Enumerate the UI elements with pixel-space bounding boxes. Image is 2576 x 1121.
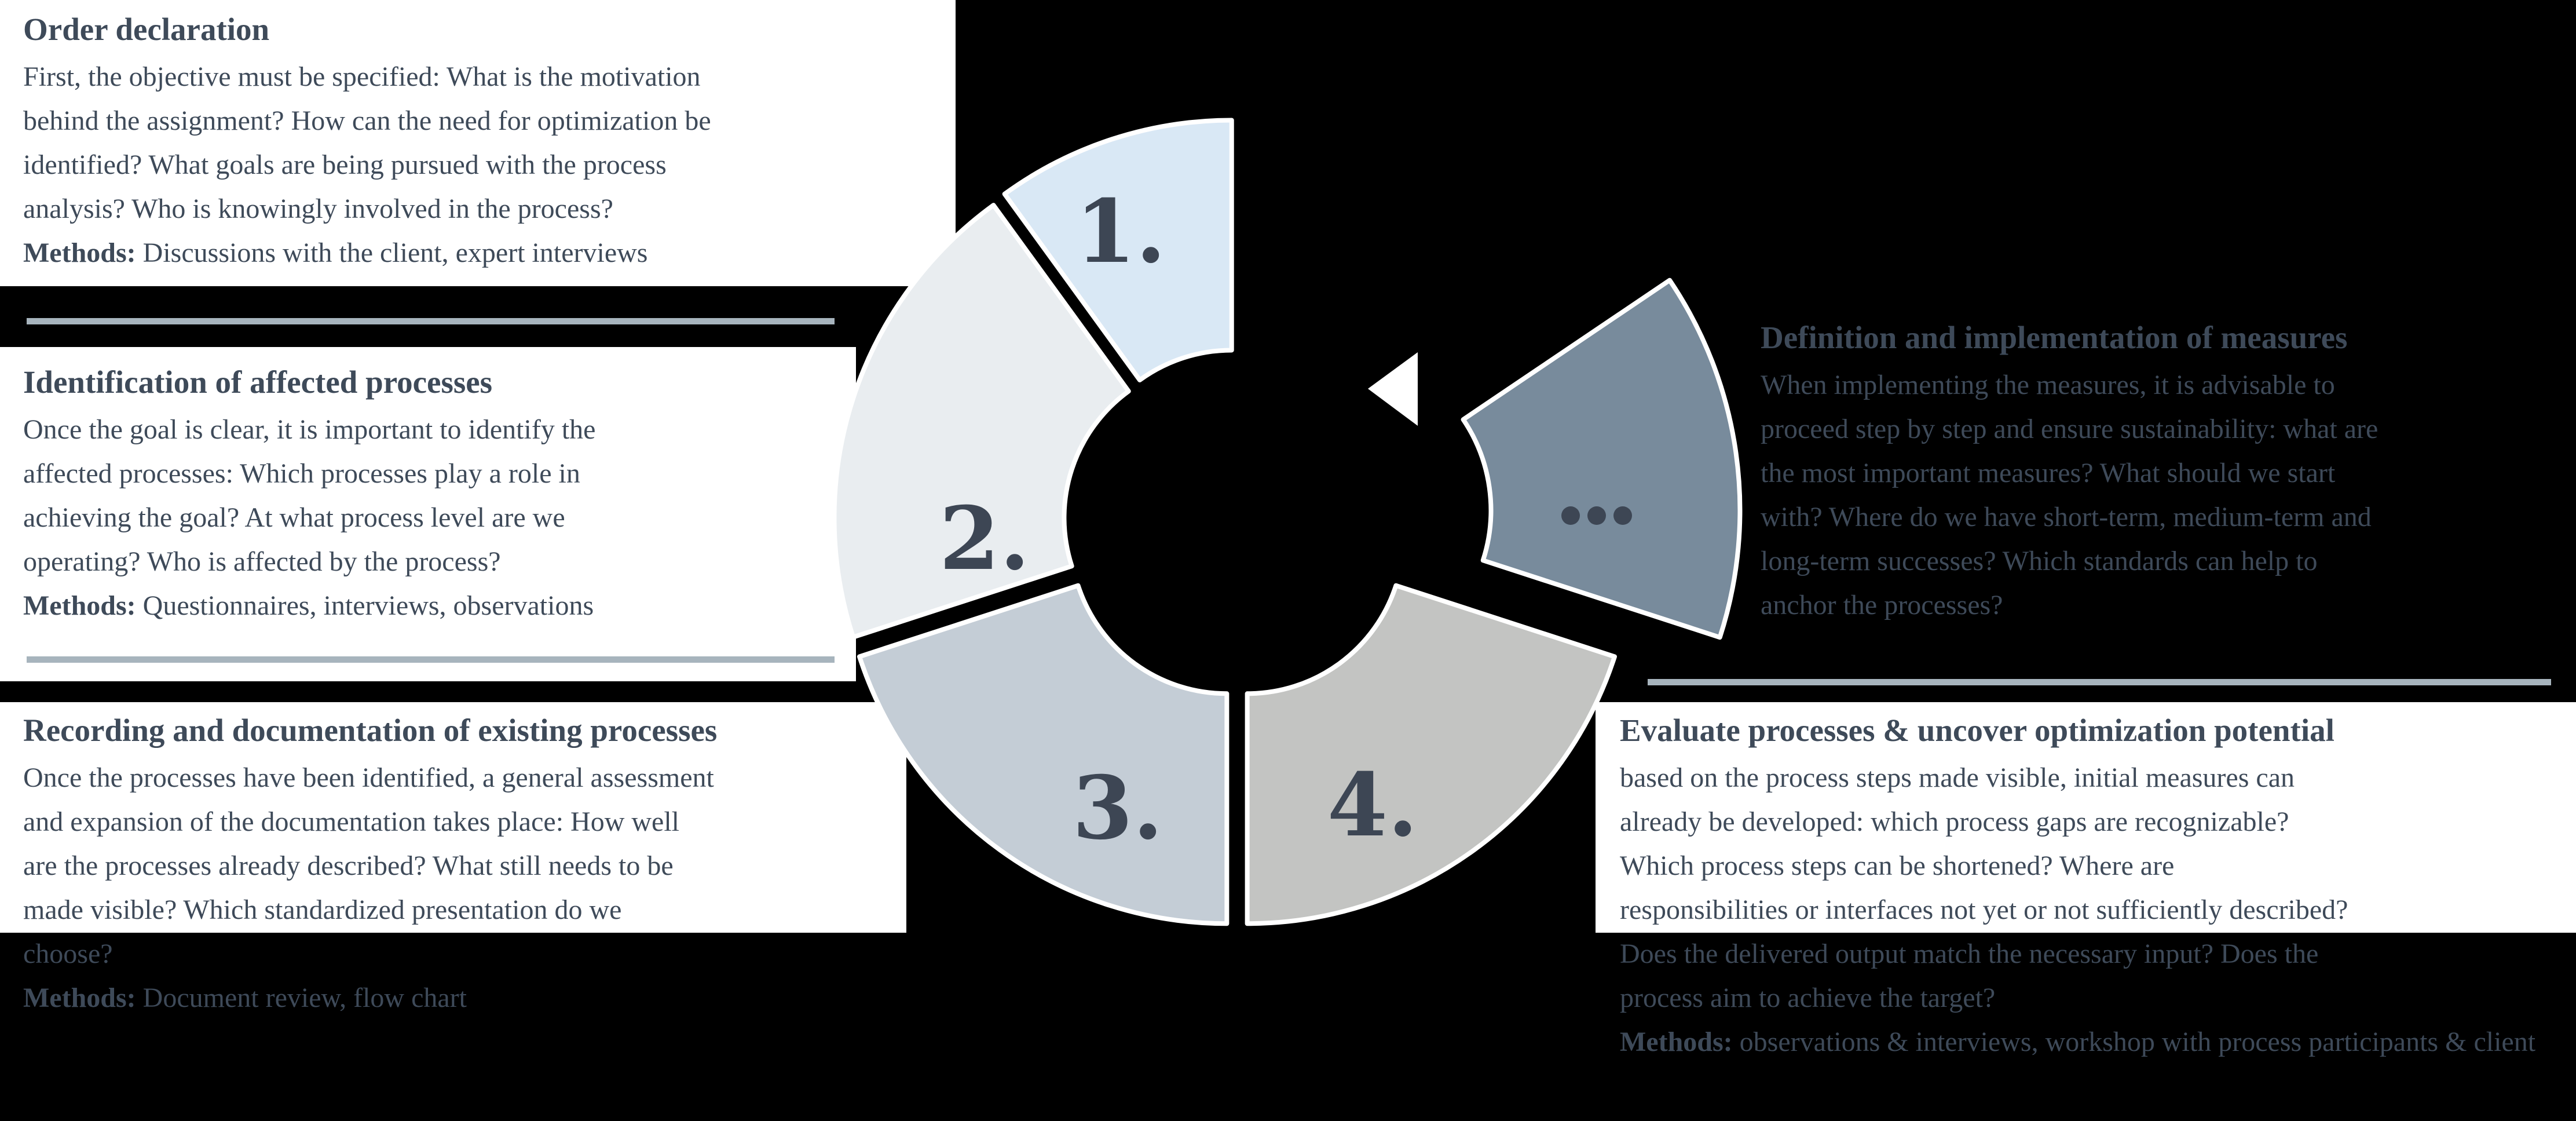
- panel-body: First, the objective must be specified: …: [23, 61, 711, 224]
- panel-title: Order declaration: [23, 12, 270, 47]
- step-more-segment: [1461, 277, 1743, 640]
- step-more-dots-icon: [1587, 506, 1606, 525]
- donut-step-labels: 1. 2. 3. 4.: [939, 181, 1632, 859]
- step-2-number-label: 2.: [939, 488, 1030, 590]
- divider-line-3: [1648, 679, 2551, 685]
- panel-body: Once the processes have been identified,…: [23, 762, 714, 969]
- methods-label: Methods:: [23, 983, 136, 1013]
- step-more-dots-icon: [1561, 506, 1580, 525]
- panel-methods: Methods: observations & interviews, work…: [1620, 1020, 2568, 1064]
- divider-line-1: [27, 318, 835, 324]
- methods-text: Discussions with the client, expert inte…: [142, 238, 648, 268]
- step-3-number-label: 3.: [1073, 757, 1163, 859]
- panel-title: Evaluate processes & uncover optimizatio…: [1620, 713, 2334, 748]
- panel-title: Definition and implementation of measure…: [1761, 320, 2348, 355]
- panel-recording-documentation: Recording and documentation of existing …: [0, 702, 906, 1013]
- methods-label: Methods:: [1620, 1027, 1733, 1057]
- step-4-segment: [1245, 583, 1617, 926]
- methods-text: Document review, flow chart: [142, 983, 467, 1013]
- divider-line-2: [27, 656, 835, 663]
- step-1-segment: [1002, 118, 1234, 383]
- methods-label: Methods:: [23, 238, 136, 268]
- methods-text: Questionnaires, interviews, observations: [142, 590, 594, 621]
- panel-body: When implementing the measures, it is ad…: [1761, 370, 2379, 620]
- panel-body: Once the goal is clear, it is important …: [23, 414, 596, 577]
- panel-definition-measures: Definition and implementation of measure…: [1761, 317, 2576, 627]
- step-4-number-label: 4.: [1327, 754, 1418, 856]
- panel-methods: Methods: Discussions with the client, ex…: [23, 231, 932, 275]
- cycle-direction-arrow-icon: [1368, 352, 1418, 426]
- step-1-number-label: 1.: [1075, 181, 1166, 283]
- step-more-dots-icon: [1613, 506, 1632, 525]
- step-3-segment: [857, 583, 1230, 926]
- panel-methods: Methods: Document review, flow chart: [23, 976, 883, 1020]
- methods-text: observations & interviews, workshop with…: [1739, 1027, 2536, 1057]
- panel-identification-processes: Identification of affected processes Onc…: [0, 347, 856, 681]
- panel-methods: Methods: Questionnaires, interviews, obs…: [23, 584, 833, 628]
- panel-order-declaration: Order declaration First, the objective m…: [0, 0, 956, 286]
- panel-title: Recording and documentation of existing …: [23, 713, 718, 748]
- panel-body: based on the process steps made visible,…: [1620, 762, 2348, 1013]
- panel-evaluate-processes: Evaluate processes & uncover optimizatio…: [1596, 702, 2576, 1057]
- panel-title: Identification of affected processes: [23, 364, 493, 400]
- methods-label: Methods:: [23, 590, 136, 621]
